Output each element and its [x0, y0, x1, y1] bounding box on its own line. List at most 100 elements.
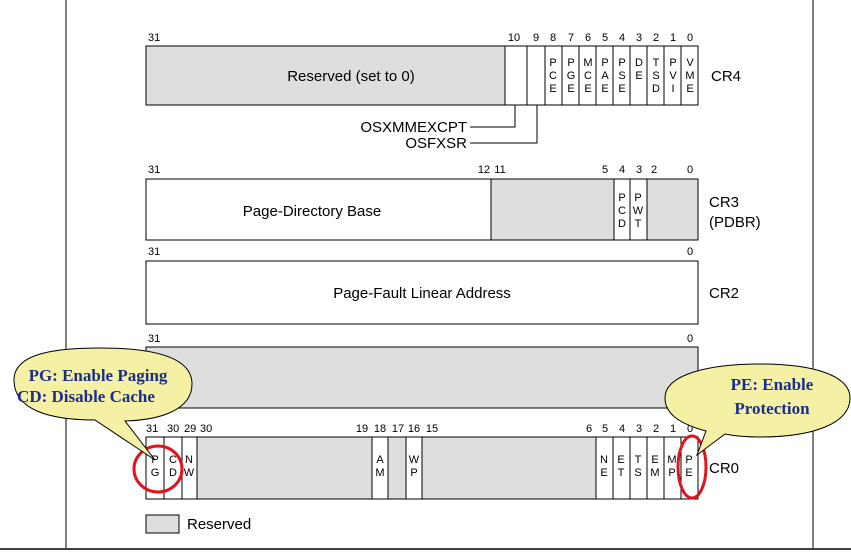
left-callout-line-1: PG: Enable Paging — [29, 366, 168, 385]
cr0-bit-6: 6 — [586, 423, 592, 435]
legend-reserved-swatch — [145, 514, 180, 534]
cr3-bit-3: 3 — [636, 164, 642, 176]
legend: Reserved — [145, 514, 251, 534]
cr3-reserved-low — [646, 178, 699, 241]
cr0-flag-cd-letter: D — [169, 467, 177, 479]
cr4-flag-pge-letter: E — [567, 83, 574, 95]
cr0-flag-nw-letter: W — [184, 467, 195, 479]
cr3-reserved-middle — [490, 178, 615, 241]
cr0-bit-16: 16 — [408, 423, 420, 435]
cr0-bit-19: 19 — [356, 423, 368, 435]
cr4-bit-8: 8 — [550, 32, 556, 44]
cr0-bit-2: 2 — [653, 423, 659, 435]
cr0-flag-em-letter: E — [651, 454, 658, 466]
cr4-flag-pae-letter: P — [601, 57, 608, 69]
cr2-page-fault-address-field — [145, 260, 699, 325]
cr0-reserved-bit17 — [387, 436, 407, 500]
cr3-flag-pwt-letter: P — [634, 192, 641, 204]
cr0-flag-ts-letter: T — [635, 454, 642, 466]
cr4-flag-vme-letter: M — [685, 70, 694, 82]
cr3-bit-12: 12 — [478, 164, 490, 176]
cr2-bit-0: 0 — [687, 246, 693, 258]
cr4-bit-1: 1 — [670, 32, 676, 44]
cr0-flag-cd-letter: C — [169, 454, 177, 466]
cr3-flag-pwt-letter: W — [633, 205, 644, 217]
cr4-flag-pce-letter: C — [549, 70, 557, 82]
cr0-flag-ts-letter: S — [634, 467, 641, 479]
cr0-bit-30-second: 30 — [200, 423, 212, 435]
cr4-osfxsr-field — [526, 45, 546, 106]
cr3-bit-31: 31 — [148, 164, 160, 176]
pg-cd-highlight-ellipse — [132, 444, 184, 494]
cr2-field-label: Page-Fault Linear Address — [333, 285, 511, 302]
cr4-flag-pce-letter: E — [549, 83, 556, 95]
right-callout-bubble — [664, 363, 851, 457]
cr4-flag-pae-letter: E — [601, 83, 608, 95]
osfxsr-pointer-line — [470, 105, 538, 144]
legend-reserved-label: Reserved — [187, 516, 251, 533]
cr4-register-name: CR4 — [711, 68, 741, 85]
cr3-flag-pcd-letter: D — [618, 218, 626, 230]
cr0-flag-pg-letter: G — [151, 467, 160, 479]
cr2-bit-31: 31 — [148, 246, 160, 258]
cr4-flag-pvi-letter: I — [671, 83, 674, 95]
cr4-flag-vme-letter: E — [686, 83, 693, 95]
cr3-register-alt-name: (PDBR) — [709, 214, 761, 231]
cr4-reserved-field — [145, 45, 506, 106]
cr0-flag-ne-letter: N — [600, 454, 608, 466]
cr3-register-name: CR3 — [709, 194, 739, 211]
osfxsr-label: OSFXSR — [405, 135, 467, 152]
cr4-osxmmexcpt-field — [504, 45, 528, 106]
cr0-bit-15: 15 — [426, 423, 438, 435]
cr4-flag-pse-letter: S — [618, 70, 625, 82]
cr0-bit-0: 0 — [687, 423, 693, 435]
cr1-bit-0: 0 — [687, 333, 693, 345]
cr0-reserved-high — [196, 436, 373, 500]
cr4-bit-3: 3 — [636, 32, 642, 44]
cr4-flag-mce-letter: M — [583, 57, 592, 69]
cr2-register: 31 0 Page-Fault Linear Address CR2 — [145, 246, 739, 325]
cr3-register: 31 12 11 5 4 3 2 0 Page-Directory Base P… — [145, 164, 761, 241]
cr1-reserved-field — [145, 346, 699, 409]
cr4-bit-10: 10 — [508, 32, 520, 44]
cr4-bit-2: 2 — [653, 32, 659, 44]
cr3-bit-11: 11 — [494, 164, 505, 176]
cr4-flag-pvi-letter: P — [669, 57, 676, 69]
cr3-flag-pwt-letter: T — [635, 218, 642, 230]
cr0-flag-nw-letter: N — [185, 454, 193, 466]
cr4-flag-vme-letter: V — [686, 57, 694, 69]
cr4-flag-mce-letter: E — [584, 83, 591, 95]
cr2-register-name: CR2 — [709, 285, 739, 302]
cr4-flag-pce-letter: P — [549, 57, 556, 69]
right-callout: PE: Enable Protection — [664, 363, 851, 457]
cr4-flag-cell — [680, 45, 699, 106]
cr4-bit-6: 6 — [585, 32, 591, 44]
cr4-register: 31 10 9 8 7 6 5 4 3 2 1 0 Reserved (set … — [145, 32, 741, 152]
cr0-flag-em-letter: M — [650, 467, 659, 479]
cr0-flag-mp-letter: P — [668, 467, 675, 479]
cr0-bit-31: 31 — [146, 423, 158, 435]
pe-highlight-ellipse — [676, 434, 708, 500]
cr4-bit-9: 9 — [533, 32, 539, 44]
cr4-flag-tsd-letter: D — [652, 83, 660, 95]
cr3-bit-2: 2 — [651, 164, 657, 176]
cr0-flag-et-letter: E — [617, 454, 624, 466]
left-callout-bubble — [13, 347, 193, 461]
cr3-bit-4: 4 — [619, 164, 625, 176]
cr0-flag-am-letter: M — [375, 467, 384, 479]
cr0-flag-pe-letter: E — [685, 467, 692, 479]
cr4-flag-de-letter: E — [635, 70, 642, 82]
cr4-bit-7: 7 — [568, 32, 574, 44]
cr0-flag-wp-letter: P — [410, 467, 417, 479]
cr0-bit-4: 4 — [619, 423, 625, 435]
cr3-bit-0: 0 — [687, 164, 693, 176]
cr4-reserved-label: Reserved (set to 0) — [287, 68, 415, 85]
cr0-reserved-middle — [421, 436, 597, 500]
osxmmexcpt-label: OSXMMEXCPT — [360, 119, 467, 136]
cr0-bit-1: 1 — [670, 423, 676, 435]
cr3-bit-5: 5 — [602, 164, 608, 176]
cr1-bit-31: 31 — [148, 333, 160, 345]
cr0-register: 31 30 29 30 19 18 17 16 15 6 5 4 3 2 1 0… — [132, 423, 739, 500]
cr4-flag-de-letter: D — [635, 57, 643, 69]
cr0-bit-30: 30 — [167, 423, 179, 435]
